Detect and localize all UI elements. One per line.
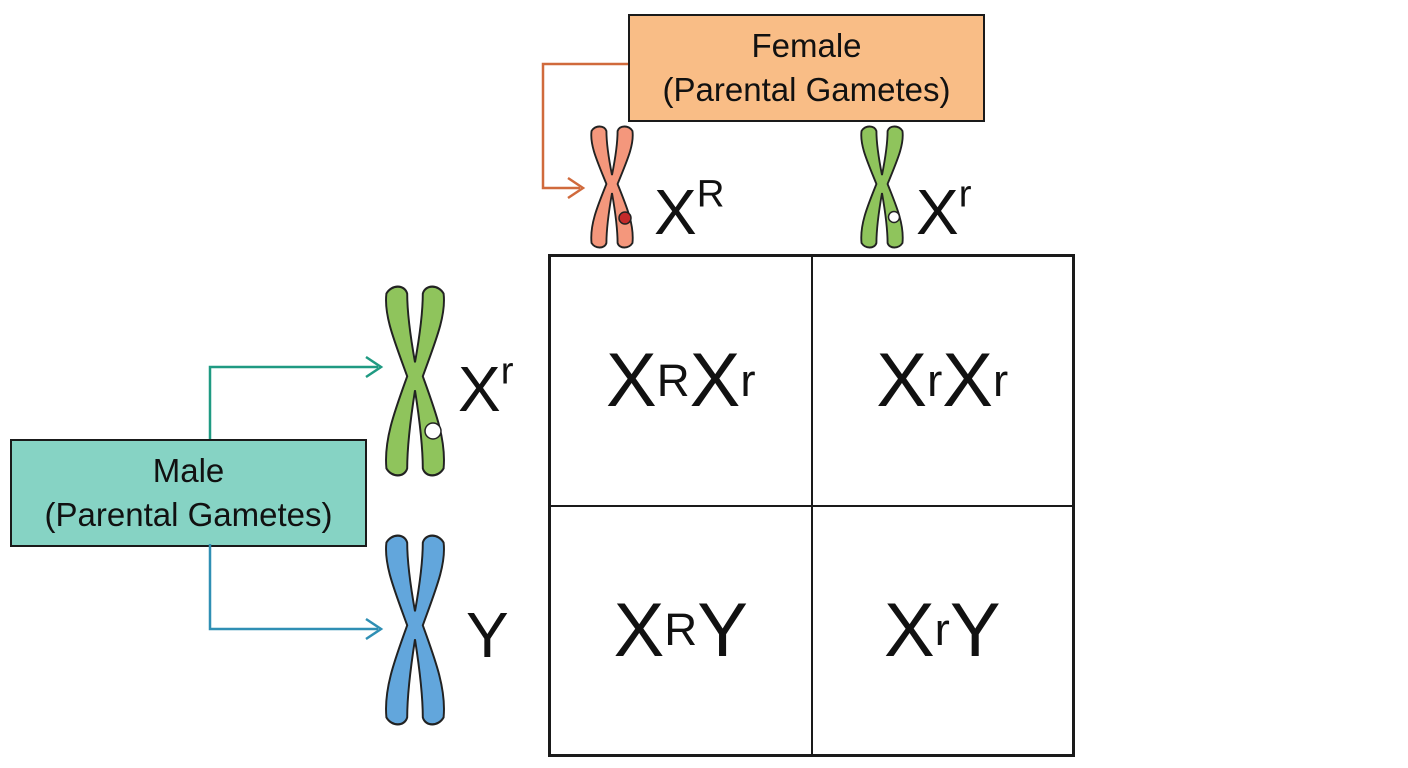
dominant-allele-marker-icon: [618, 211, 632, 225]
male-gamete-label-2: Y: [466, 599, 509, 671]
female-subtitle: (Parental Gametes): [662, 71, 951, 108]
recessive-allele-marker-icon: [887, 210, 901, 224]
female-connector-arrow: [541, 62, 628, 190]
female-gamete-label-1: XR: [654, 172, 725, 248]
male-gamete-label-1: Xr: [458, 349, 514, 425]
male-title: Male: [152, 452, 225, 490]
male-parent-box: Male (Parental Gametes): [10, 439, 367, 547]
male-y-chromosome-icon: [384, 534, 446, 726]
female-xr-chromosome-icon: [590, 125, 634, 249]
male-connector-arrow-top: [208, 365, 378, 439]
male-xr-chromosome-icon: [384, 285, 446, 477]
female-gamete-label-2: Xr: [916, 172, 972, 248]
female-parent-box: Female (Parental Gametes): [628, 14, 985, 122]
female-title: Female: [751, 27, 862, 65]
male-connector-arrow-bottom: [208, 544, 378, 631]
female-xr-recessive-chromosome-icon: [860, 125, 904, 249]
recessive-allele-marker-icon: [424, 422, 442, 440]
male-subtitle: (Parental Gametes): [44, 496, 333, 533]
